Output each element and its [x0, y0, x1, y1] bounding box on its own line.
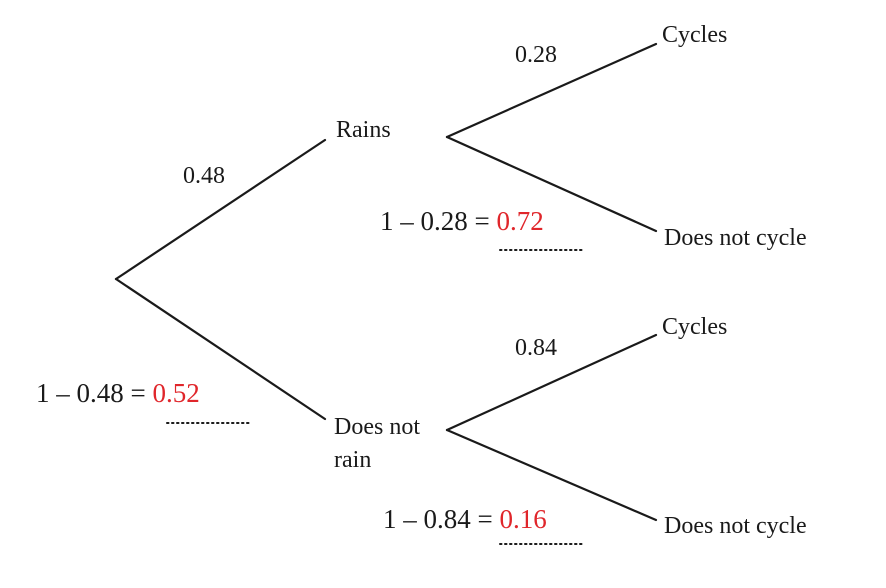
outcome-cycles-2: Cycles: [662, 314, 727, 340]
prob-cycles-given-rain: 0.28: [515, 42, 557, 68]
branch-norain-to-cycles: [445, 333, 658, 432]
prob-cycles-given-no-rain: 0.84: [515, 335, 557, 361]
answer-no-cycle-given-rain: 0.72: [496, 206, 543, 236]
calc-no-cycle-given-no-rain: 1 – 0.84 = 0.16: [383, 504, 547, 534]
calc-no-cycle-given-no-rain-expression: 1 – 0.84 =: [383, 504, 499, 534]
calc-not-rain-expression: 1 – 0.48 =: [36, 378, 152, 408]
answer-no-cycle-given-no-rain: 0.16: [499, 504, 546, 534]
branch-norain-to-no-cycle: [445, 428, 658, 522]
outcome-cycles-1: Cycles: [662, 22, 727, 48]
outcome-does-not-cycle-1: Does not cycle: [664, 225, 807, 251]
node-rains: Rains: [336, 117, 391, 143]
prob-rains: 0.48: [183, 163, 225, 189]
calc-no-cycle-given-rain-expression: 1 – 0.28 =: [380, 206, 496, 236]
calc-no-cycle-given-rain: 1 – 0.28 = 0.72: [380, 206, 544, 236]
branch-rains-to-no-cycle: [445, 135, 658, 233]
branch-root-to-not-rain: [114, 277, 327, 421]
node-not-rain-line2: rain: [334, 447, 371, 473]
node-not-rain-line1: Does not: [334, 414, 420, 440]
calc-not-rain: 1 – 0.48 = 0.52: [36, 378, 200, 408]
outcome-does-not-cycle-2: Does not cycle: [664, 513, 807, 539]
branch-root-to-rains: [114, 138, 327, 281]
answer-not-rain: 0.52: [152, 378, 199, 408]
branch-rains-to-cycles: [445, 42, 658, 139]
